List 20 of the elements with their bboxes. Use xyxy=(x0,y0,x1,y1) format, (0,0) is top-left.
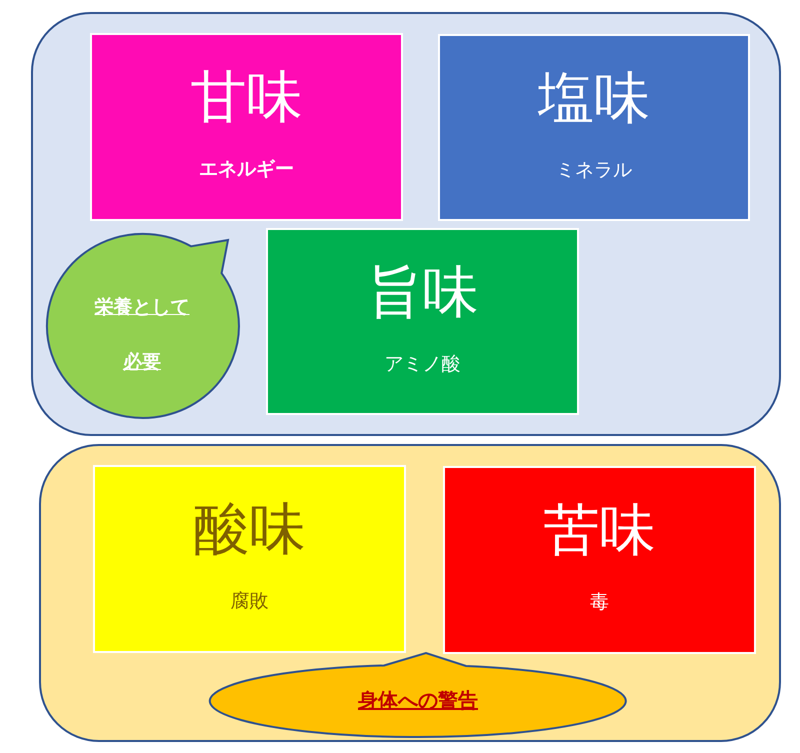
speech-bubble xyxy=(208,651,628,739)
taste-card xyxy=(93,465,406,653)
taste-card xyxy=(90,33,403,221)
taste-title: 甘味 xyxy=(190,64,304,132)
panel-background xyxy=(31,12,781,436)
taste-description: 腐敗 xyxy=(230,589,270,613)
bubble-text: 身体への警告 xyxy=(357,687,479,713)
taste-description: 毒 xyxy=(589,590,610,614)
taste-title: 塩味 xyxy=(536,65,651,133)
taste-card xyxy=(443,466,756,654)
taste-description: アミノ酸 xyxy=(384,352,462,376)
taste-description: エネルギー xyxy=(198,157,295,181)
taste-title: 旨味 xyxy=(366,259,480,327)
bubble-text: 栄養として必要 xyxy=(94,295,190,375)
taste-title: 酸味 xyxy=(192,496,306,564)
taste-title: 苦味 xyxy=(542,497,656,565)
taste-description: ミネラル xyxy=(555,158,633,182)
taste-card xyxy=(438,34,750,221)
panel-background xyxy=(39,444,781,742)
taste-card xyxy=(266,228,579,415)
